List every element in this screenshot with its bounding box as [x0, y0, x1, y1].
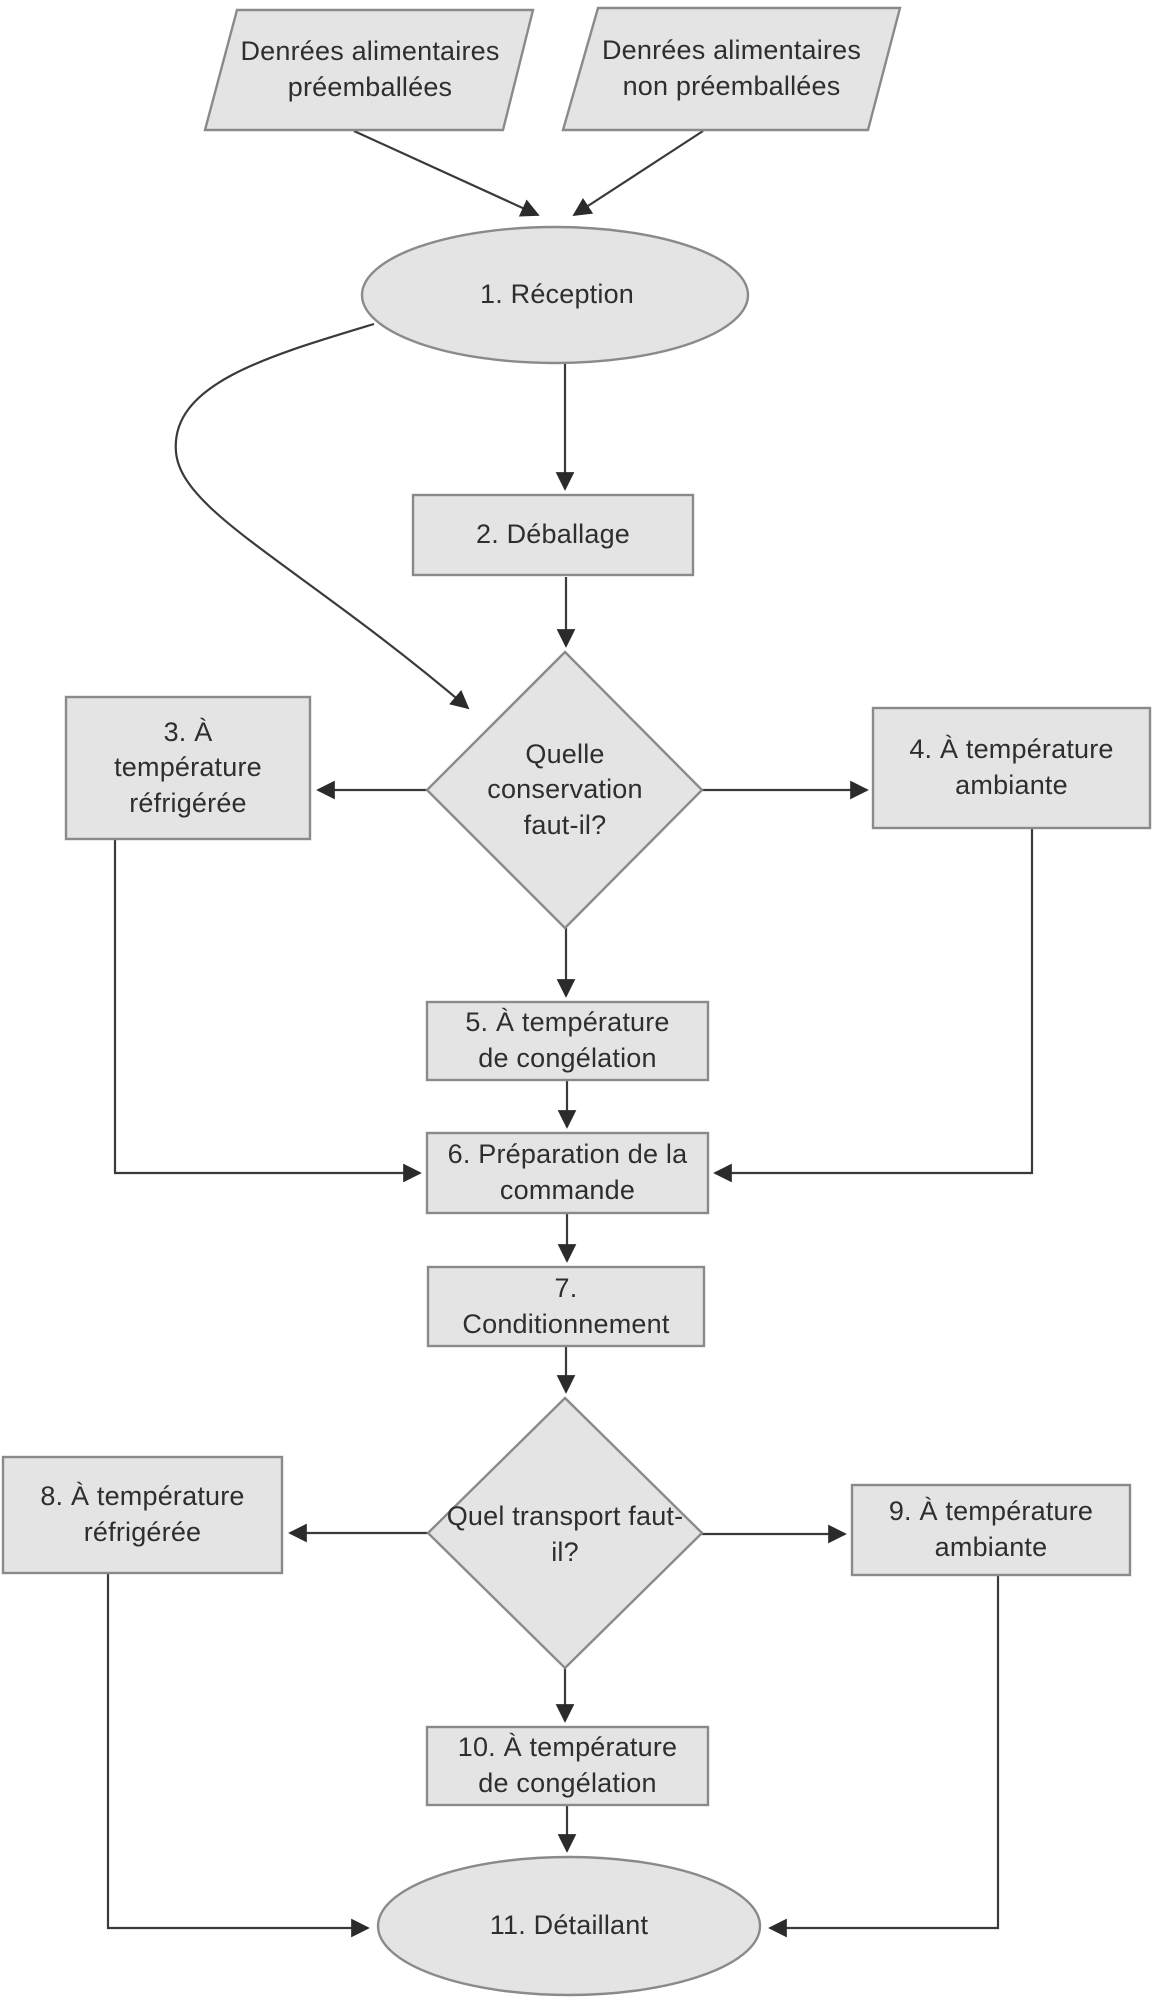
diamond-transport: [426, 1396, 704, 1670]
box-temperature-ambiante-9: [850, 1483, 1132, 1577]
edge-refrigeree-to-preparation: [113, 839, 422, 1183]
parallelogram-denrees-non-preemballees: [561, 6, 902, 132]
box-temperature-refrigeree-3: [64, 695, 312, 841]
parallelogram-denrees-preemballees: [203, 8, 535, 132]
box-temperature-congelation-5: [425, 1000, 710, 1082]
box-temperature-ambiante-4: [871, 706, 1152, 830]
edge-ambiante-to-preparation: [713, 828, 1034, 1183]
edge-reception-to-conservation-curve: [174, 322, 470, 710]
edge-para-b-to-reception: [572, 130, 704, 217]
box-temperature-refrigeree-8: [1, 1455, 284, 1575]
box-conditionnement-7: [426, 1265, 706, 1348]
edge-ambiante9-to-detaillant: [768, 1575, 1000, 1938]
box-preparation-commande-6: [425, 1131, 710, 1215]
box-temperature-congelation-10: [425, 1725, 710, 1807]
ellipse-detaillant: [376, 1855, 762, 1997]
edge-refrigeree8-to-detaillant: [106, 1573, 370, 1938]
edge-para-a-to-reception: [353, 129, 540, 217]
ellipse-reception: [360, 225, 750, 365]
box-deballage: [411, 493, 695, 577]
diamond-conservation: [425, 650, 704, 930]
